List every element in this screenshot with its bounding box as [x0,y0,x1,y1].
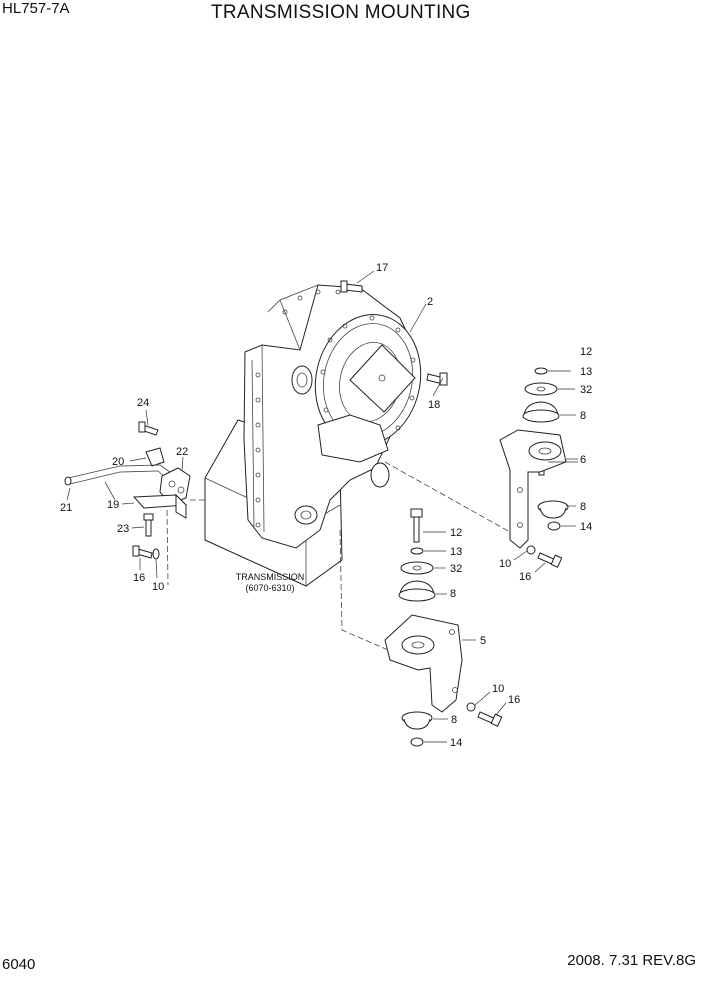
page-number: 6040 [2,956,36,973]
callout-20: 20 [112,456,124,468]
linkage-assembly [64,421,191,560]
leader-lines [66,270,578,743]
page-title: TRANSMISSION MOUNTING [211,2,471,23]
callout-8: 8 [580,501,586,513]
callout-19: 19 [107,499,119,511]
revision-date: 2008. 7.31 REV.8G [567,952,696,969]
callout-32: 32 [580,384,592,396]
callout-14: 14 [580,521,592,533]
callout-5: 5 [480,635,486,647]
model-code: HL757-7A [2,0,70,17]
callout-13: 13 [580,366,592,378]
callout-6: 6 [580,454,586,466]
callout-17: 17 [376,262,388,274]
callout-10: 10 [152,581,164,593]
callout-12: 12 [580,346,592,358]
callout-16: 16 [508,694,520,706]
callout-18: 18 [428,399,440,411]
callout-16: 16 [519,571,531,583]
transmission-label: TRANSMISSION [236,572,305,582]
callout-8: 8 [450,588,456,600]
rear-mount-assembly [499,367,569,568]
bolt-18 [426,372,448,386]
callout-12: 12 [450,527,462,539]
callout-22: 22 [176,446,188,458]
callout-32: 32 [450,563,462,575]
callout-8: 8 [451,714,457,726]
callout-24: 24 [137,397,149,409]
callout-8: 8 [580,410,586,422]
bolt-17 [340,280,363,293]
callout-10: 10 [499,558,511,570]
part-callouts: 17 2 18 12 13 32 8 6 8 14 10 16 24 20 22… [60,262,592,749]
callout-2: 2 [427,296,433,308]
transmission-housing [204,284,422,587]
callout-16: 16 [133,572,145,584]
callout-10: 10 [492,683,504,695]
front-mount-assembly [384,508,503,747]
callout-23: 23 [117,523,129,535]
callout-13: 13 [450,546,462,558]
callout-21: 21 [60,502,72,514]
callout-14: 14 [450,737,462,749]
transmission-serial-range: (6070-6310) [245,583,294,593]
